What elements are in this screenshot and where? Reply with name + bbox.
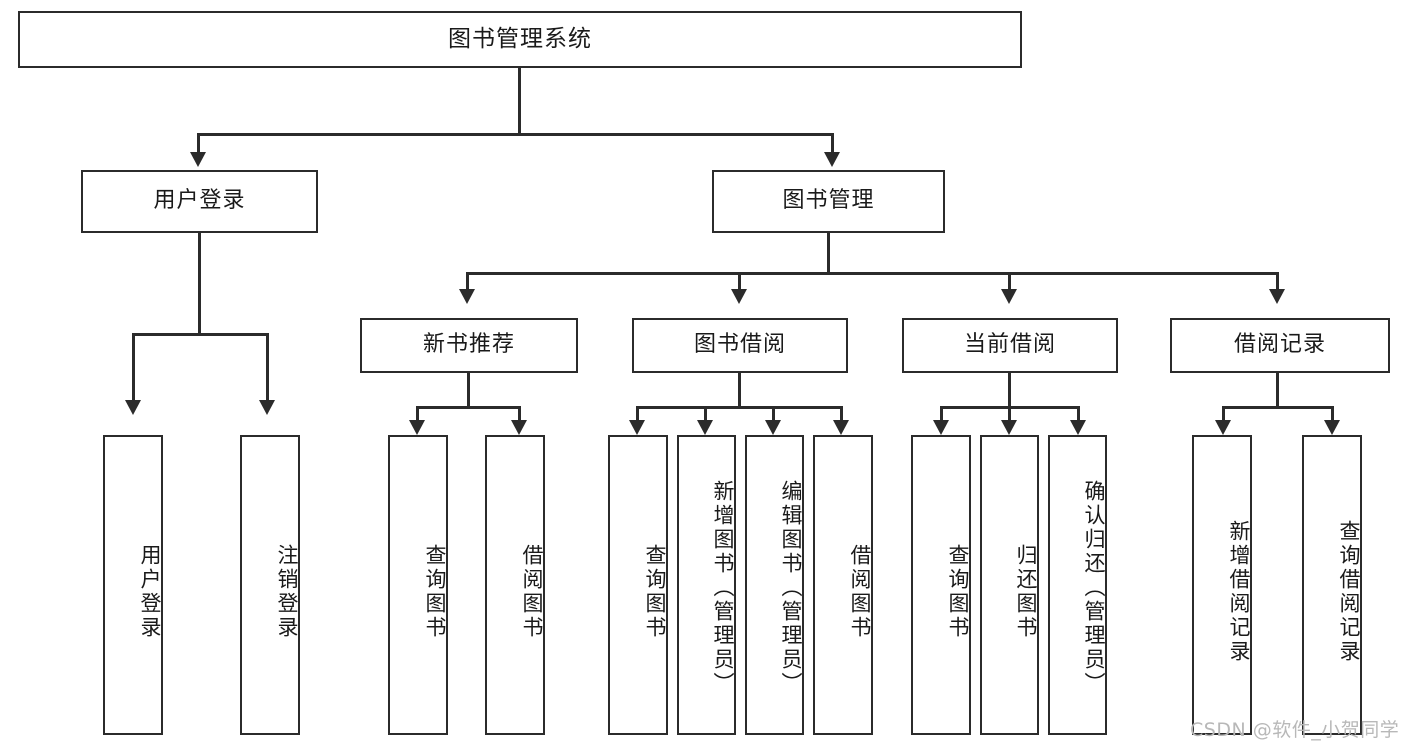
connector-user-login-child1	[132, 333, 135, 403]
connector-user-login-stem	[198, 233, 201, 335]
node-user-login[interactable]: 用户登录	[81, 170, 318, 233]
leaf-logout[interactable]: 注销登录	[240, 435, 300, 735]
arrow-borrow-record-child2	[1324, 420, 1340, 435]
leaf-query-books-recommend[interactable]: 查询图书	[388, 435, 448, 735]
leaf-borrow-books[interactable]: 借阅图书	[813, 435, 873, 735]
connector-borrow-record-child2	[1331, 406, 1334, 422]
node-current-borrow[interactable]: 当前借阅	[902, 318, 1118, 373]
connector-borrow-record-bar	[1222, 406, 1334, 409]
connector-book-borrow-child3	[772, 406, 775, 422]
leaf-return-books[interactable]: 归还图书	[980, 435, 1039, 735]
arrow-borrow-record-child1	[1215, 420, 1231, 435]
arrow-new-book-child1	[409, 420, 425, 435]
connector-new-book-child1	[416, 406, 419, 422]
connector-book-borrow-stem	[738, 373, 741, 408]
arrow-root-to-user-login	[190, 152, 206, 167]
arrow-bm-to-book-borrow	[731, 289, 747, 304]
node-book-management[interactable]: 图书管理	[712, 170, 945, 233]
connector-current-borrow-stem	[1008, 373, 1011, 408]
arrow-bm-to-current-borrow	[1001, 289, 1017, 304]
arrow-bm-to-borrow-record	[1269, 289, 1285, 304]
connector-new-book-bar	[416, 406, 521, 409]
leaf-borrow-books-recommend[interactable]: 借阅图书	[485, 435, 545, 735]
connector-current-borrow-child2	[1008, 406, 1011, 422]
arrow-book-borrow-child4	[833, 420, 849, 435]
connector-root-to-book-management	[831, 133, 834, 155]
connector-bm-to-new-book	[466, 272, 469, 292]
connector-current-borrow-child1	[940, 406, 943, 422]
connector-current-borrow-child3	[1077, 406, 1080, 422]
leaf-add-book-admin[interactable]: 新增图书（管理员）	[677, 435, 736, 735]
connector-user-login-bar	[132, 333, 269, 336]
arrow-user-login-child1	[125, 400, 141, 415]
leaf-query-books-current[interactable]: 查询图书	[911, 435, 971, 735]
node-new-book-recommend[interactable]: 新书推荐	[360, 318, 578, 373]
connector-book-borrow-bar	[636, 406, 843, 409]
arrow-book-borrow-child3	[765, 420, 781, 435]
connector-book-management-bar	[466, 272, 1278, 275]
leaf-add-borrow-record[interactable]: 新增借阅记录	[1192, 435, 1252, 735]
node-book-borrow[interactable]: 图书借阅	[632, 318, 848, 373]
connector-book-management-stem	[827, 233, 830, 275]
arrow-bm-to-new-book	[459, 289, 475, 304]
arrow-book-borrow-child2	[697, 420, 713, 435]
connector-bm-to-borrow-record	[1276, 272, 1279, 292]
leaf-query-books-borrow[interactable]: 查询图书	[608, 435, 668, 735]
arrow-current-borrow-child3	[1070, 420, 1086, 435]
arrow-current-borrow-child1	[933, 420, 949, 435]
connector-root-bar	[197, 133, 834, 136]
connector-bm-to-current-borrow	[1008, 272, 1011, 292]
leaf-confirm-return-admin[interactable]: 确认归还（管理员）	[1048, 435, 1107, 735]
node-book-management-system[interactable]: 图书管理系统	[18, 11, 1022, 68]
leaf-edit-book-admin[interactable]: 编辑图书（管理员）	[745, 435, 804, 735]
connector-user-login-child2	[266, 333, 269, 403]
leaf-user-login[interactable]: 用户登录	[103, 435, 163, 735]
connector-book-borrow-child2	[704, 406, 707, 422]
arrow-root-to-book-management	[824, 152, 840, 167]
watermark-credit: CSDN @软件_小贺同学	[1190, 719, 1400, 741]
arrow-user-login-child2	[259, 400, 275, 415]
connector-borrow-record-child1	[1222, 406, 1225, 422]
arrow-book-borrow-child1	[629, 420, 645, 435]
arrow-new-book-child2	[511, 420, 527, 435]
node-borrow-record[interactable]: 借阅记录	[1170, 318, 1390, 373]
connector-bm-to-book-borrow	[738, 272, 741, 292]
connector-book-borrow-child4	[840, 406, 843, 422]
connector-root-to-user-login	[197, 133, 200, 155]
connector-new-book-child2	[518, 406, 521, 422]
connector-borrow-record-stem	[1276, 373, 1279, 408]
leaf-query-borrow-record[interactable]: 查询借阅记录	[1302, 435, 1362, 735]
connector-root-stem	[518, 68, 521, 135]
arrow-current-borrow-child2	[1001, 420, 1017, 435]
connector-book-borrow-child1	[636, 406, 639, 422]
connector-new-book-stem	[467, 373, 470, 408]
